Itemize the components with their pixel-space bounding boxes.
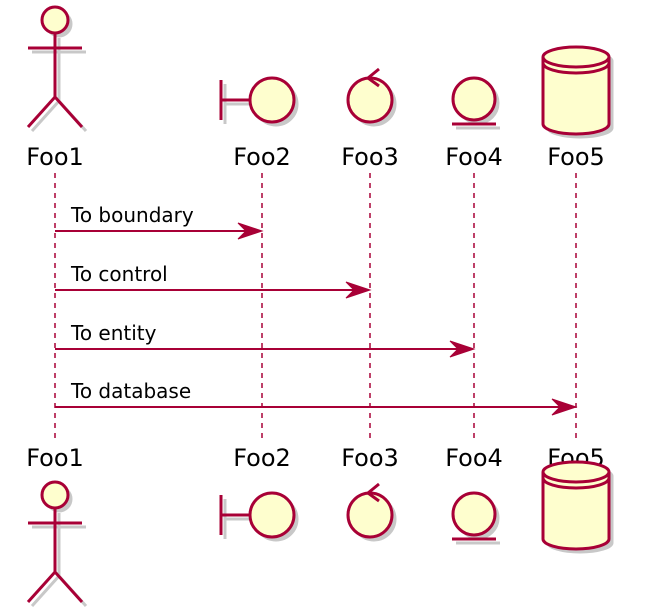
boundary-icon [219, 76, 299, 127]
control-icon [346, 482, 397, 542]
arrowhead-icon [237, 222, 264, 240]
arrowhead-icon [449, 340, 476, 358]
message-arrow: To control [55, 262, 372, 299]
actor-icon [26, 5, 88, 133]
database-icon [541, 460, 614, 554]
entity-icon [451, 76, 500, 130]
arrowhead-icon [551, 398, 578, 416]
participant-label-bottom: Foo1 [26, 444, 84, 472]
message-arrow: To entity [55, 321, 476, 358]
participant-label-top: Foo4 [445, 143, 503, 171]
participant-label-bottom: Foo4 [445, 444, 503, 472]
participant-label-top: Foo2 [233, 143, 291, 171]
message-label: To control [70, 262, 168, 286]
boundary-icon [219, 491, 299, 542]
control-icon [346, 67, 397, 127]
message-label: To database [70, 379, 191, 403]
database-icon [541, 45, 614, 139]
message-arrow: To boundary [55, 203, 264, 240]
actor-icon [26, 480, 88, 608]
message-arrow: To database [55, 379, 578, 416]
participant-label-top: Foo3 [341, 143, 399, 171]
participant-label-top: Foo5 [547, 143, 605, 171]
participant-label-bottom: Foo3 [341, 444, 399, 472]
arrowhead-icon [345, 281, 372, 299]
message-label: To boundary [70, 203, 194, 227]
participant-label-top: Foo1 [26, 143, 84, 171]
entity-icon [451, 491, 500, 545]
participant-label-bottom: Foo2 [233, 444, 291, 472]
message-label: To entity [70, 321, 157, 345]
